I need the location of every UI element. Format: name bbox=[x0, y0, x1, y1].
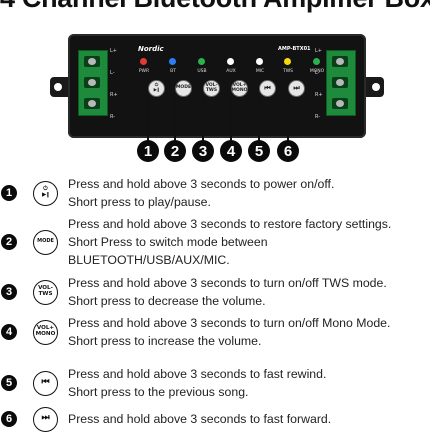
terminal-label: L- bbox=[110, 70, 115, 76]
terminal-label: L+ bbox=[110, 48, 117, 54]
terminal-label: R+ bbox=[110, 92, 118, 98]
status-led-label: BT bbox=[170, 69, 176, 74]
status-led-label: USB bbox=[197, 69, 207, 74]
mode-button[interactable]: MODE bbox=[175, 80, 192, 97]
status-led-label: MONO bbox=[309, 69, 325, 74]
callout-number-badge: 4 bbox=[220, 140, 242, 162]
brand-logo: Nordic bbox=[138, 45, 164, 53]
page-title: 4 Channel Bluetooth Amplifier Box bbox=[0, 0, 430, 14]
prev-button[interactable]: ⏮ bbox=[259, 80, 276, 97]
status-led-label: TWS bbox=[282, 69, 294, 74]
instruction-text: Press and hold above 3 seconds to fast r… bbox=[68, 365, 326, 401]
terminal-label: R- bbox=[315, 114, 321, 120]
model-label: AMP-BTX01 bbox=[278, 46, 311, 52]
callout-number-badge: 1 bbox=[137, 140, 159, 162]
amplifier-device-image: L+ L- R+ R- L+ L- R+ R- Nordic AMP-BTX01… bbox=[50, 30, 384, 142]
instruction-line: Short press to play/pause. bbox=[68, 195, 211, 209]
status-led-label: AUX bbox=[226, 69, 236, 74]
instruction-text: Press and hold above 3 seconds to turn o… bbox=[68, 314, 390, 350]
instruction-number-badge: 3 bbox=[1, 284, 17, 300]
instruction-line: BLUETOOTH/USB/AUX/MIC. bbox=[68, 253, 230, 267]
callout-number-badge: 6 bbox=[277, 140, 299, 162]
instruction-text: Press and hold above 3 seconds to restor… bbox=[68, 215, 391, 269]
instruction-number-badge: 5 bbox=[1, 375, 17, 391]
status-led-label: PWR bbox=[138, 69, 150, 74]
terminal-label: R- bbox=[110, 114, 116, 120]
instruction-line: Press and hold above 3 seconds to power … bbox=[68, 177, 335, 191]
callout-line bbox=[230, 96, 232, 142]
callout-number-badge: 5 bbox=[248, 140, 270, 162]
right-speaker-terminal bbox=[326, 50, 356, 116]
terminal-label: L- bbox=[315, 70, 320, 76]
instruction-number-badge: 2 bbox=[1, 234, 17, 250]
callout-line bbox=[202, 96, 204, 142]
instruction-number-badge: 4 bbox=[1, 324, 17, 340]
callout-line bbox=[258, 96, 260, 142]
power-play-button[interactable]: ⏻ ▶‖ bbox=[148, 80, 165, 97]
instruction-number-badge: 6 bbox=[1, 411, 17, 427]
instruction-line: Short Press to switch mode between bbox=[68, 235, 268, 249]
next-button[interactable]: ⏭ bbox=[288, 80, 305, 97]
instruction-text: Press and hold above 3 seconds to fast f… bbox=[68, 410, 331, 428]
rewind-icon: ⏮ bbox=[33, 370, 58, 396]
instruction-text: Press and hold above 3 seconds to power … bbox=[68, 175, 334, 211]
status-led bbox=[256, 58, 263, 65]
instruction-line: Press and hold above 3 seconds to turn o… bbox=[68, 276, 387, 290]
vol-tws-button[interactable]: VOL- TWS bbox=[203, 80, 220, 97]
mode-icon: MODE bbox=[33, 229, 58, 255]
terminal-label: R+ bbox=[315, 92, 323, 98]
status-led bbox=[198, 58, 205, 65]
instruction-line: Short press to the previous song. bbox=[68, 385, 249, 399]
callout-line bbox=[287, 96, 289, 142]
instruction-text: Press and hold above 3 seconds to turn o… bbox=[68, 274, 387, 310]
status-led bbox=[227, 58, 234, 65]
callout-number-badge: 3 bbox=[192, 140, 214, 162]
instruction-line: Press and hold above 3 seconds to fast r… bbox=[68, 367, 327, 381]
instruction-line: Short press to decrease the volume. bbox=[68, 294, 266, 308]
status-led-label: MIC bbox=[255, 69, 265, 74]
callout-line bbox=[174, 96, 176, 142]
left-speaker-terminal bbox=[78, 50, 108, 116]
status-led bbox=[313, 58, 320, 65]
callout-line bbox=[147, 96, 149, 142]
instruction-line: Press and hold above 3 seconds to restor… bbox=[68, 217, 392, 231]
callout-number-badge: 2 bbox=[164, 140, 186, 162]
instruction-line: Press and hold above 3 seconds to fast f… bbox=[68, 412, 332, 426]
status-led bbox=[140, 58, 147, 65]
status-led bbox=[169, 58, 176, 65]
terminal-label: L+ bbox=[315, 48, 322, 54]
instruction-line: Press and hold above 3 seconds to turn o… bbox=[68, 316, 391, 330]
vol-down-tws-icon: VOL- TWS bbox=[33, 279, 58, 305]
instruction-line: Short press to increase the volume. bbox=[68, 334, 262, 348]
device-front-panel: L+ L- R+ R- L+ L- R+ R- Nordic AMP-BTX01… bbox=[68, 34, 366, 138]
status-led bbox=[284, 58, 291, 65]
vol-up-mono-icon: VOL+ MONO bbox=[33, 319, 58, 345]
right-mount-ear bbox=[360, 77, 384, 97]
power-play-icon: ⏻ ▶‖ bbox=[33, 180, 58, 206]
instruction-number-badge: 1 bbox=[1, 185, 17, 201]
vol-mono-button[interactable]: VOL+ MONO bbox=[231, 80, 248, 97]
fast-forward-icon: ⏭ bbox=[33, 406, 58, 432]
